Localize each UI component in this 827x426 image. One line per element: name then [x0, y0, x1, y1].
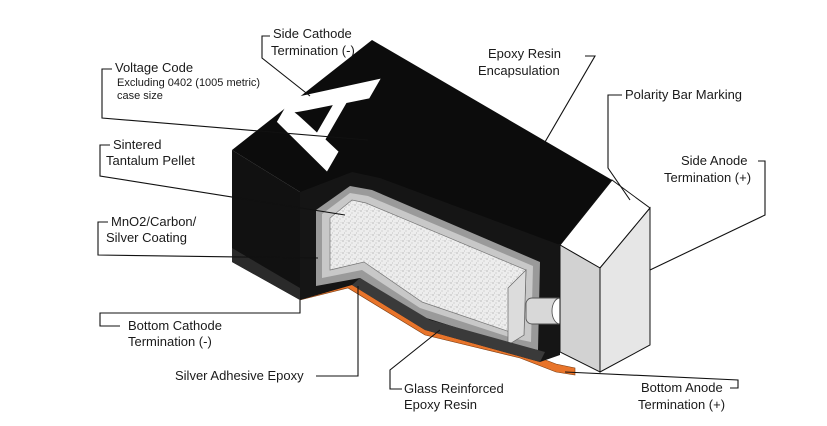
leader-lines: [97, 35, 766, 390]
label-bottom-anode-2: Termination (+): [638, 397, 725, 412]
bottom-cathode-band: [232, 248, 300, 300]
glass-epoxy-band: [352, 278, 545, 362]
labels: Side Cathode Termination (-) Voltage Cod…: [106, 26, 751, 412]
leader-voltage-code: [101, 68, 369, 141]
label-polarity-bar: Polarity Bar Marking: [625, 87, 742, 102]
capacitor-body: [232, 40, 651, 376]
label-glass-epoxy-1: Glass Reinforced: [404, 381, 504, 396]
label-glass-epoxy-2: Epoxy Resin: [404, 397, 477, 412]
leader-side-anode: [649, 160, 766, 271]
label-sintered-1: Sintered: [113, 137, 161, 152]
leader-glass-epoxy: [389, 329, 441, 390]
label-silver-epoxy: Silver Adhesive Epoxy: [175, 368, 304, 383]
leader-mno2: [97, 221, 319, 259]
leader-bottom-anode: [564, 371, 739, 389]
label-bottom-cathode-2: Termination (-): [128, 334, 212, 349]
label-mno2-1: MnO2/Carbon/: [111, 214, 197, 229]
anode-edge: [559, 179, 613, 246]
pellet-end: [507, 269, 527, 346]
label-voltage-code-3: case size: [117, 90, 163, 102]
anode-termination-side: [599, 206, 651, 373]
leader-epoxy-resin: [544, 55, 596, 143]
label-bottom-anode-1: Bottom Anode: [641, 380, 723, 395]
label-bottom-cathode-1: Bottom Cathode: [128, 318, 222, 333]
label-epoxy-resin-1: Epoxy Resin: [488, 46, 561, 61]
label-mno2-2: Silver Coating: [106, 230, 187, 245]
label-side-anode-2: Termination (+): [664, 170, 751, 185]
leader-bottom-cathode: [99, 300, 301, 327]
leader-polarity-bar: [607, 94, 631, 201]
label-side-anode-1: Side Anode: [681, 153, 748, 168]
anode-termination-front: [559, 244, 601, 373]
label-side-cathode-1: Side Cathode: [273, 26, 352, 41]
label-voltage-code-2: Excluding 0402 (1005 metric): [117, 77, 260, 89]
label-voltage-code-1: Voltage Code: [115, 60, 193, 75]
leader-silver-epoxy: [316, 286, 359, 377]
label-epoxy-resin-2: Encapsulation: [478, 63, 560, 78]
label-side-cathode-2: Termination (-): [271, 43, 355, 58]
label-sintered-2: Tantalum Pellet: [106, 153, 195, 168]
leader-sintered-pellet: [99, 144, 346, 216]
leader-side-cathode: [261, 35, 311, 97]
